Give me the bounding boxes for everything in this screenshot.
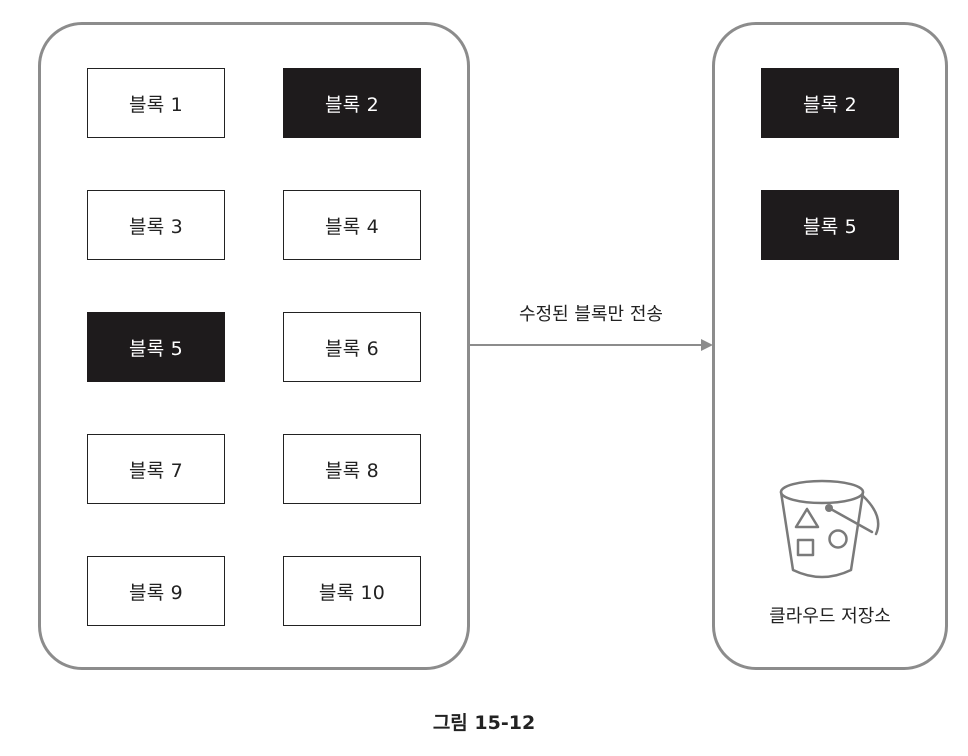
source-block: 블록 5	[87, 312, 225, 382]
transfer-label: 수정된 블록만 전송	[519, 304, 663, 325]
source-block: 블록 6	[283, 312, 421, 382]
source-block: 블록 7	[87, 434, 225, 504]
uploaded-block: 블록 5	[761, 190, 899, 260]
bucket-icon	[779, 479, 880, 579]
source-block: 블록 3	[87, 190, 225, 260]
source-block: 블록 8	[283, 434, 421, 504]
source-block: 블록 1	[87, 68, 225, 138]
uploaded-block: 블록 2	[761, 68, 899, 138]
source-block: 블록 4	[283, 190, 421, 260]
figure-caption: 그림 15-12	[432, 712, 536, 734]
source-block: 블록 2	[283, 68, 421, 138]
source-block: 블록 9	[87, 556, 225, 626]
storage-label: 클라우드 저장소	[769, 606, 891, 627]
source-block: 블록 10	[283, 556, 421, 626]
